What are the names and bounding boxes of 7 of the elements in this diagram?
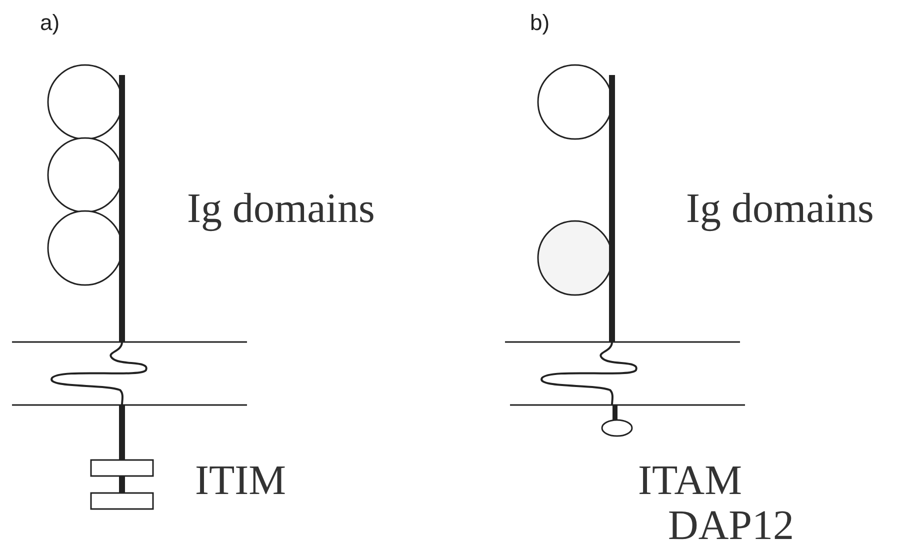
motif-label: ITAM [638,460,742,502]
motif-label: ITIM [195,460,286,502]
domain-label: Ig domains [187,188,375,230]
protein-label: DAP12 [668,505,794,544]
domain-label: Ig domains [686,188,874,230]
panel-label: a) [40,12,60,34]
panel-label: b) [530,12,550,34]
